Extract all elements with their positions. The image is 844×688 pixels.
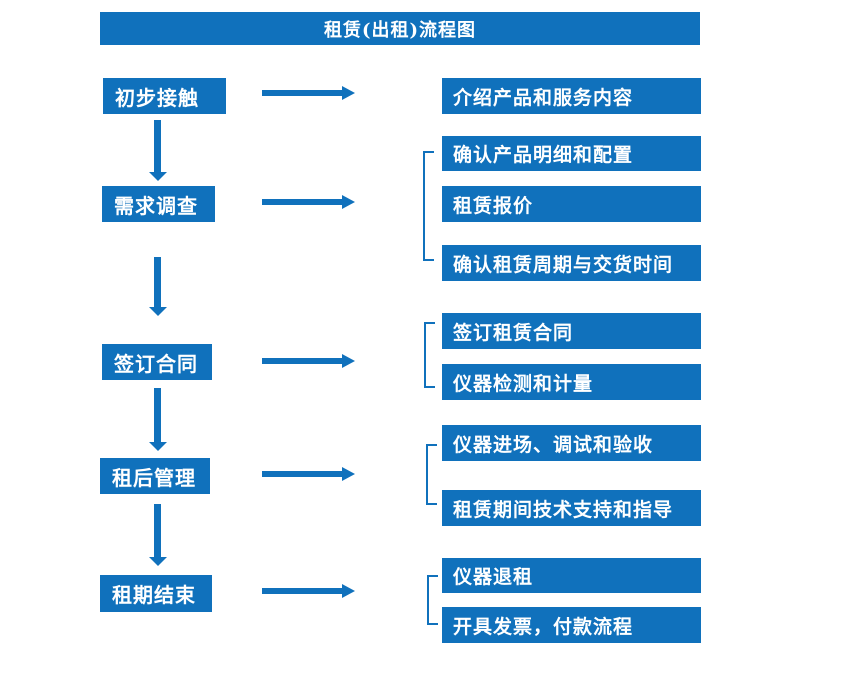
detail-box-rental-support: 租赁期间技术支持和指导: [442, 490, 701, 526]
down-arrow-icon-1: [149, 120, 167, 181]
detail-box-rental-quote: 租赁报价: [442, 186, 701, 222]
group-bracket-lease-end: [427, 575, 438, 625]
right-arrow-icon-1: [262, 86, 355, 100]
arrow-head: [342, 467, 355, 481]
right-arrow-icon-5: [262, 584, 355, 598]
stage-box-post-rental-management: 租后管理: [100, 458, 210, 494]
arrow-shaft: [154, 504, 161, 557]
arrow-head: [342, 584, 355, 598]
arrow-head: [149, 557, 167, 566]
arrow-head: [149, 442, 167, 451]
down-arrow-icon-2: [149, 257, 167, 316]
detail-box-confirm-product-details: 确认产品明细和配置: [442, 136, 701, 171]
arrow-head: [342, 86, 355, 100]
detail-box-sign-rental-contract: 签订租赁合同: [442, 313, 701, 349]
right-arrow-icon-4: [262, 467, 355, 481]
detail-box-invoice-payment: 开具发票，付款流程: [442, 607, 701, 643]
arrow-shaft: [154, 120, 161, 172]
group-bracket-sign-contract: [424, 322, 435, 388]
down-arrow-icon-3: [149, 388, 167, 451]
detail-box-confirm-rental-period: 确认租赁周期与交货时间: [442, 245, 701, 281]
arrow-shaft: [262, 90, 342, 96]
group-bracket-requirements-survey: [423, 151, 434, 261]
arrow-head: [149, 172, 167, 181]
arrow-shaft: [154, 388, 161, 442]
detail-box-instrument-return: 仪器退租: [442, 558, 701, 593]
arrow-head: [342, 354, 355, 368]
flowchart-title: 租赁(出租)流程图: [100, 12, 700, 45]
detail-box-instrument-testing: 仪器检测和计量: [442, 364, 701, 400]
arrow-shaft: [154, 257, 161, 307]
detail-box-introduce-products: 介绍产品和服务内容: [442, 78, 701, 114]
detail-box-instrument-setup: 仪器进场、调试和验收: [442, 425, 701, 461]
stage-box-requirements-survey: 需求调查: [102, 186, 215, 222]
arrow-head: [342, 195, 355, 209]
group-bracket-post-rental-management: [426, 444, 437, 505]
arrow-head: [149, 307, 167, 316]
stage-box-sign-contract: 签订合同: [102, 344, 212, 380]
down-arrow-icon-4: [149, 504, 167, 566]
arrow-shaft: [262, 199, 342, 205]
stage-box-initial-contact: 初步接触: [103, 78, 226, 114]
arrow-shaft: [262, 588, 342, 594]
arrow-shaft: [262, 358, 342, 364]
stage-box-lease-end: 租期结束: [100, 575, 212, 612]
right-arrow-icon-2: [262, 195, 355, 209]
arrow-shaft: [262, 471, 342, 477]
right-arrow-icon-3: [262, 354, 355, 368]
